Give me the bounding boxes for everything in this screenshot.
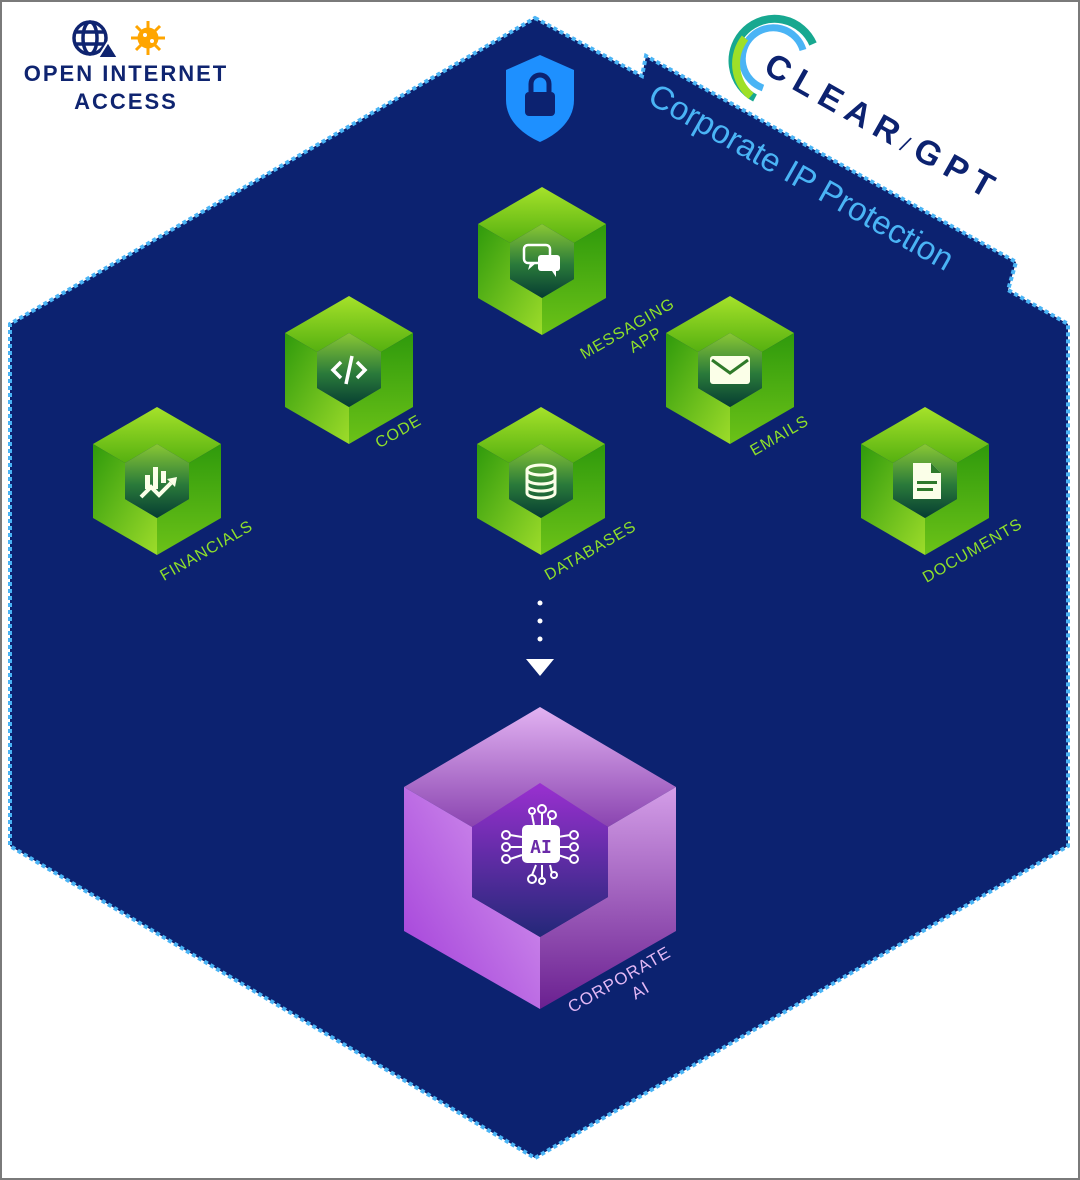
globe-warning-icon: [72, 20, 120, 59]
open-internet-access: OPEN INTERNET ACCESS: [8, 16, 244, 116]
document-icon: [913, 463, 941, 499]
virus-icon: [131, 21, 165, 55]
open-internet-icons: [72, 20, 165, 59]
flow-arrow: [526, 600, 554, 676]
shield-lock-icon: [506, 55, 574, 142]
ai-chip-icon: AI: [501, 804, 579, 885]
svg-text:AI: AI: [530, 837, 552, 858]
protected-zone: [8, 15, 1070, 1161]
chat-bubbles-icon: [522, 243, 560, 277]
database-icon: [525, 463, 557, 500]
code-icon: [330, 355, 368, 385]
cleargpt-logo-mark: [728, 14, 817, 102]
open-internet-label-line2: ACCESS: [74, 89, 178, 114]
source-node-messaging[interactable]: MESSAGINGAPP: [478, 187, 687, 379]
open-internet-label-line1: OPEN INTERNET: [23, 61, 229, 86]
envelope-icon: [710, 356, 750, 384]
chart-trend-icon: [139, 467, 177, 499]
